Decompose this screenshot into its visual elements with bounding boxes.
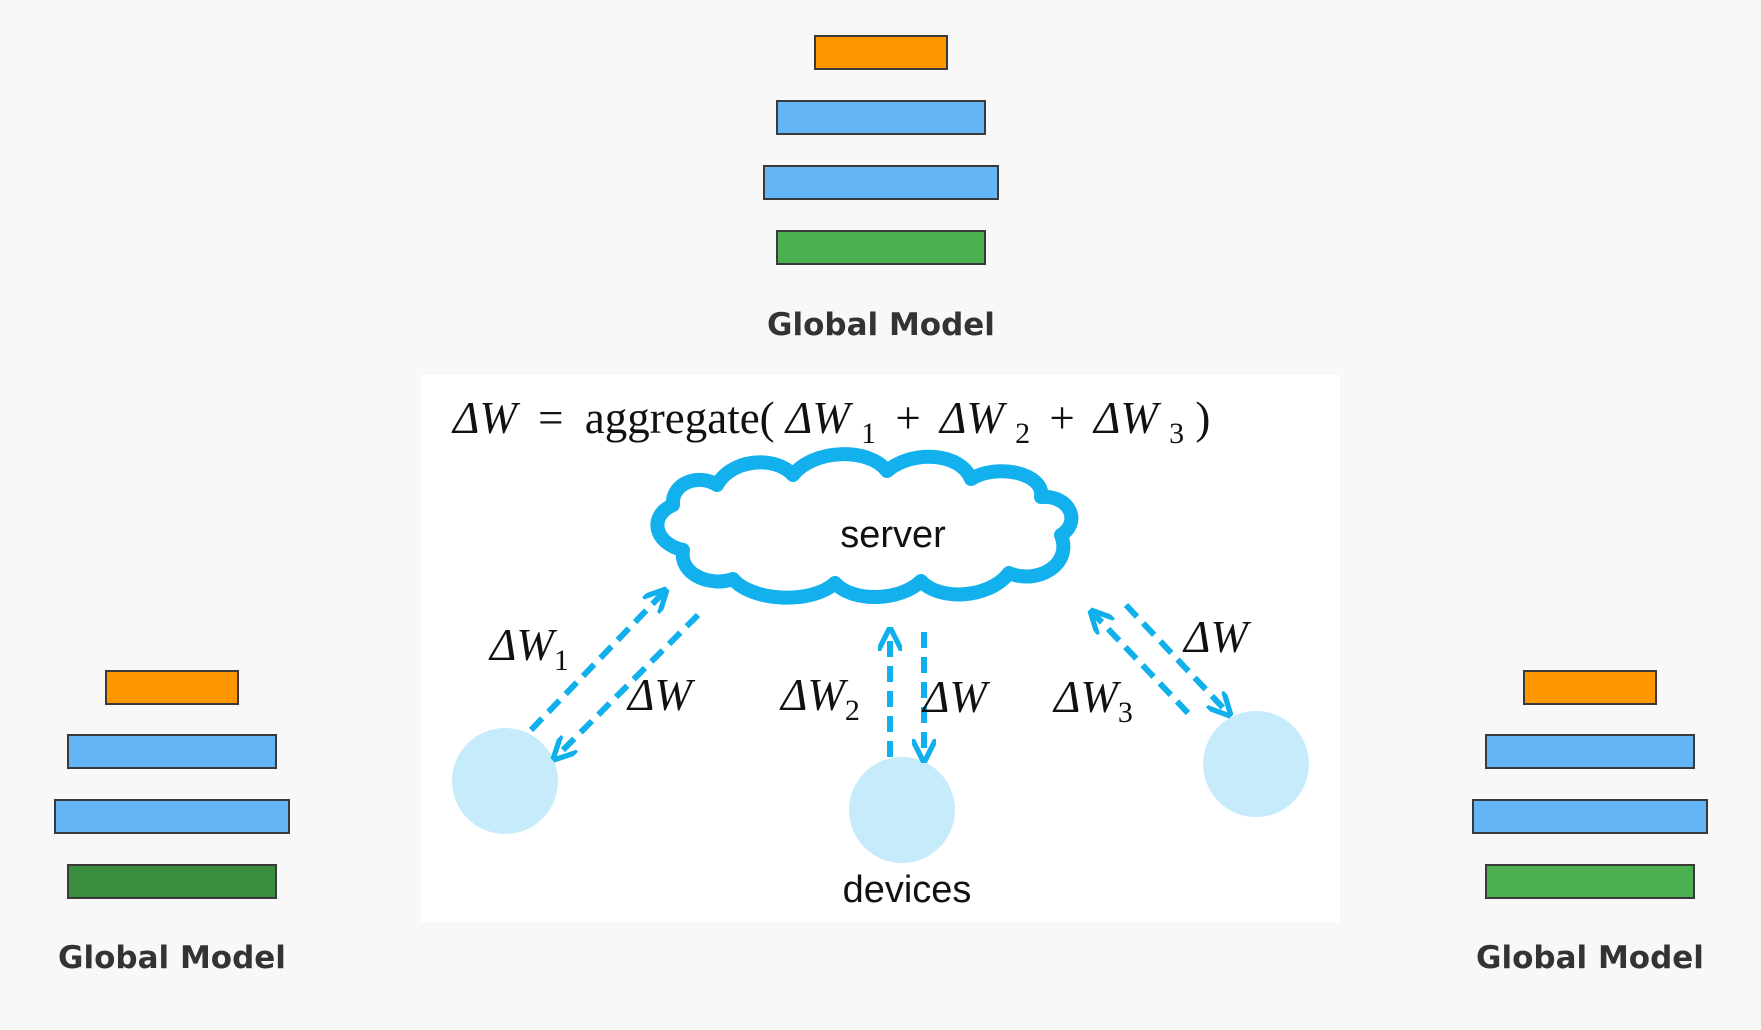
output-layer bbox=[814, 35, 948, 70]
global-model-right: Global Model bbox=[1470, 670, 1710, 990]
federated-diagram: ΔW = aggregate( ΔW 1 + ΔW 2 + ΔW 3 ) ser… bbox=[451, 393, 1309, 911]
arrow-server-to-device1 bbox=[556, 612, 701, 757]
hidden-layer-1 bbox=[1485, 734, 1695, 769]
global-model-top: Global Model bbox=[761, 35, 1001, 355]
server-cloud-icon bbox=[650, 447, 1079, 605]
device-1-icon bbox=[452, 728, 558, 834]
global-model-label: Global Model bbox=[58, 940, 286, 976]
devices-label: devices bbox=[843, 869, 972, 911]
arrow-device3-to-server bbox=[1093, 613, 1191, 716]
global-model-left: Global Model bbox=[52, 670, 292, 990]
device-2-icon bbox=[849, 757, 955, 863]
input-layer bbox=[776, 230, 986, 265]
global-model-label: Global Model bbox=[1476, 940, 1704, 976]
hidden-layer-2 bbox=[54, 799, 290, 834]
label-delta-w-down3: ΔW bbox=[1182, 612, 1251, 662]
aggregate-equation: ΔW = aggregate( ΔW 1 + ΔW 2 + ΔW 3 ) bbox=[451, 393, 1210, 453]
input-layer bbox=[1485, 864, 1695, 899]
input-layer bbox=[67, 864, 277, 899]
global-model-label: Global Model bbox=[767, 307, 995, 343]
federated-diagram-panel: ΔW = aggregate( ΔW 1 + ΔW 2 + ΔW 3 ) ser… bbox=[421, 375, 1340, 922]
device-3-icon bbox=[1203, 711, 1309, 817]
output-layer bbox=[1523, 670, 1657, 705]
label-delta-w-down1: ΔW bbox=[626, 670, 695, 720]
hidden-layer-2 bbox=[1472, 799, 1708, 834]
hidden-layer-1 bbox=[67, 734, 277, 769]
label-delta-w2: ΔW2 bbox=[779, 670, 860, 727]
label-delta-w1: ΔW1 bbox=[488, 620, 569, 677]
hidden-layer-1 bbox=[776, 100, 986, 135]
label-delta-w-down2: ΔW bbox=[921, 672, 990, 722]
label-delta-w3: ΔW3 bbox=[1052, 672, 1133, 729]
hidden-layer-2 bbox=[763, 165, 999, 200]
arrow-device1-to-server bbox=[528, 592, 664, 733]
output-layer bbox=[105, 670, 239, 705]
server-label: server bbox=[840, 514, 946, 556]
